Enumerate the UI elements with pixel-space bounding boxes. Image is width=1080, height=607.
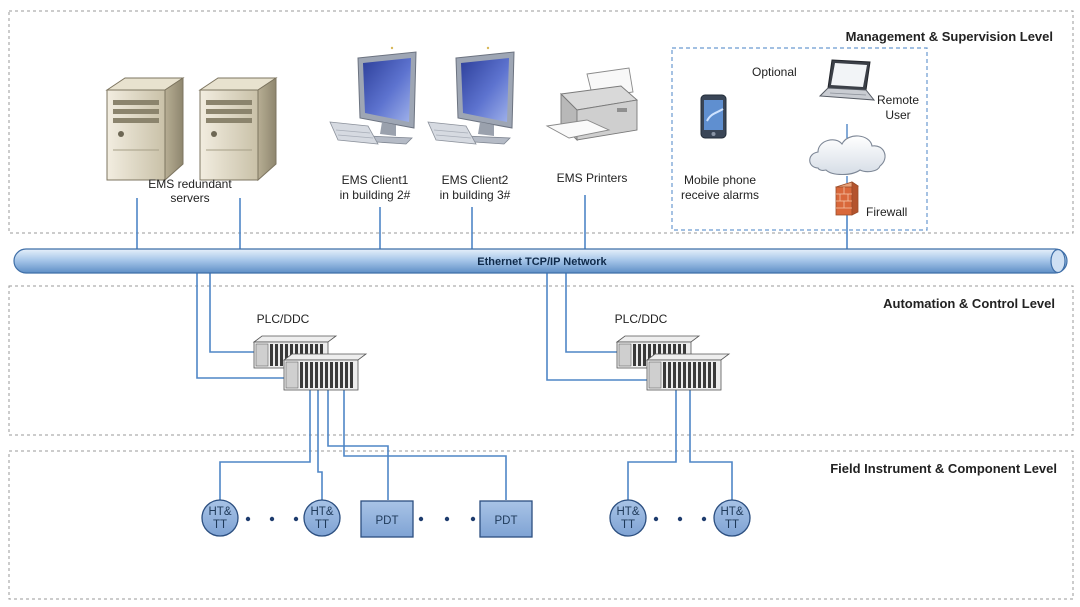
pdt-device-node: PDT <box>360 500 414 538</box>
node-label-line1: HT& <box>721 506 744 518</box>
mobile-phone-icon <box>700 94 727 139</box>
field-wires <box>219 388 733 500</box>
ht-tt-sensor-node: HT& TT <box>713 499 751 537</box>
optional-title: Optional <box>752 65 797 79</box>
ht-tt-sensor-node: HT& TT <box>609 499 647 537</box>
firewall-label: Firewall <box>866 205 907 219</box>
remote-label-line2: User <box>885 108 910 122</box>
client2-label-line1: EMS Client2 <box>442 173 509 187</box>
management-wires <box>136 195 848 250</box>
ht-tt-sensor-node: HT& TT <box>201 499 239 537</box>
desktop-computer-icon <box>427 46 515 145</box>
printers-label: EMS Printers <box>557 171 628 185</box>
printer-icon <box>545 67 639 142</box>
client1-label-line2: in building 2# <box>340 188 411 202</box>
management-level-zone <box>8 10 1074 234</box>
servers-label-line1: EMS redundant <box>148 177 232 191</box>
client1-label-line1: EMS Client1 <box>342 173 409 187</box>
field-level-title: Field Instrument & Component Level <box>830 461 1057 476</box>
node-label: PDT <box>495 515 518 527</box>
remote-label-line1: Remote <box>877 93 919 107</box>
plc-rack-icon <box>615 335 731 391</box>
node-label-line2: TT <box>315 519 329 531</box>
network-label: Ethernet TCP/IP Network <box>477 256 607 268</box>
ellipsis-dots <box>245 516 707 522</box>
management-level-title: Management & Supervision Level <box>846 29 1053 44</box>
node-label-line1: HT& <box>311 506 334 518</box>
client2-label-line2: in building 3# <box>440 188 511 202</box>
plc2-label: PLC/DDC <box>615 312 668 326</box>
servers-label-line2: servers <box>170 191 209 205</box>
plc-wires <box>196 272 650 381</box>
plc-rack-icon <box>252 335 368 391</box>
firewall-icon <box>835 181 859 216</box>
ethernet-network-bus: Ethernet TCP/IP Network <box>13 248 1068 274</box>
node-label: PDT <box>376 515 399 527</box>
node-label-line2: TT <box>725 519 739 531</box>
laptop-icon <box>818 59 876 101</box>
node-label-line1: HT& <box>617 506 640 518</box>
cloud-icon <box>809 124 886 183</box>
pdt-device-node: PDT <box>479 500 533 538</box>
automation-level-title: Automation & Control Level <box>883 296 1055 311</box>
plc1-label: PLC/DDC <box>257 312 310 326</box>
server-tower-icon <box>105 77 278 182</box>
optional-zone <box>671 47 928 231</box>
node-label-line2: TT <box>621 519 635 531</box>
ht-tt-sensor-node: HT& TT <box>303 499 341 537</box>
mobile-label-line2: receive alarms <box>681 188 759 202</box>
desktop-computer-icon <box>329 46 417 145</box>
node-label-line2: TT <box>213 519 227 531</box>
node-label-line1: HT& <box>209 506 232 518</box>
mobile-label-line1: Mobile phone <box>684 173 756 187</box>
